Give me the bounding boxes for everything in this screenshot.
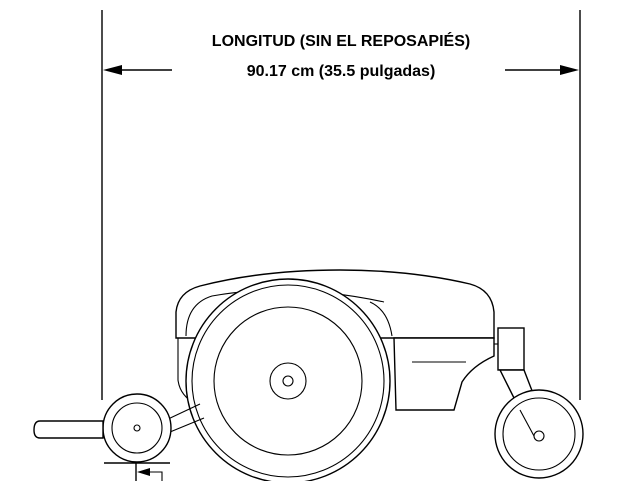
ground-marker <box>104 462 170 481</box>
dimension-value: 90.17 cm (35.5 pulgadas) <box>247 63 436 80</box>
front-caster-wheel <box>494 389 584 479</box>
small-arrow-icon <box>137 468 150 476</box>
left-arrow-icon <box>103 65 122 75</box>
right-arrow-icon <box>560 65 579 75</box>
dimension-title: LONGITUD (SIN EL REPOSAPIÉS) <box>212 31 470 50</box>
dimension-line <box>103 65 579 75</box>
footplate <box>33 420 104 439</box>
drive-wheel <box>185 278 391 481</box>
anti-tip-assembly <box>102 393 205 463</box>
